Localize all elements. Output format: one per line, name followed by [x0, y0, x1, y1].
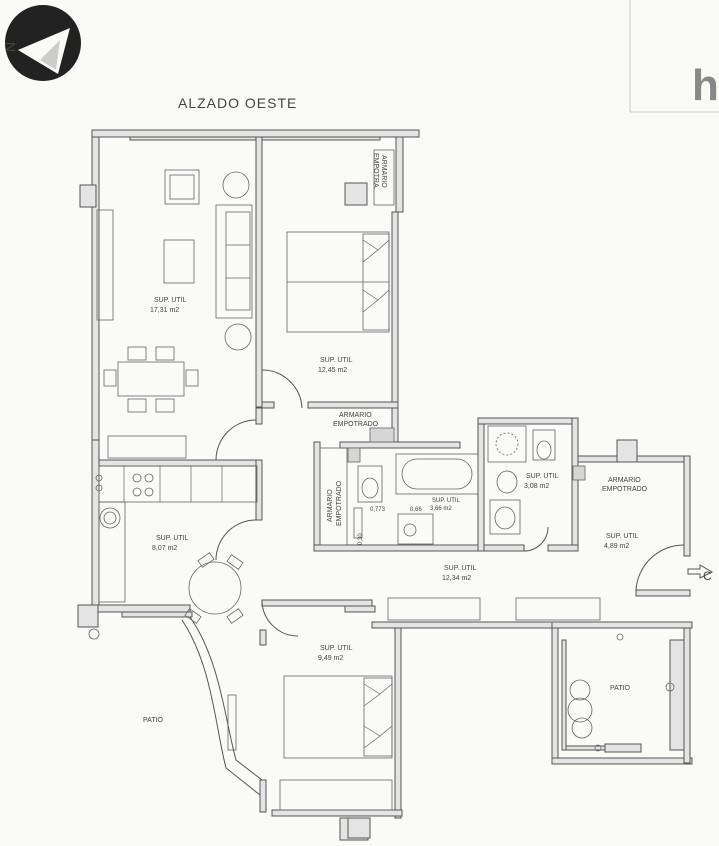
room-east-area: 4,89 m2 [604, 543, 629, 550]
room-bath2-area: 3,08 m2 [524, 483, 549, 490]
closet-empotra-line2: EMPOTRA. [372, 153, 379, 190]
closet-east-line1: ARMARIO [608, 477, 641, 484]
dim-2: 0,66 [410, 507, 422, 513]
compass-label: N [2, 42, 18, 52]
entrance-marker: C [703, 569, 712, 583]
brand-letter: h [692, 61, 719, 110]
dim-3: 0,30 [358, 533, 364, 545]
room-kitchen-label: SUP. UTIL [156, 535, 189, 542]
north-compass-icon [5, 5, 81, 81]
room-bedroom2-area: 9,49 m2 [318, 655, 343, 662]
brand-logo [629, 0, 719, 113]
room-hall-area: 12,34 m2 [442, 575, 471, 582]
room-bath2-label: SUP. UTIL [526, 473, 559, 480]
entrance-arrow-icon [687, 564, 714, 579]
page-title: ALZADO OESTE [178, 95, 297, 111]
closet-bath-line1: ARMARIO [327, 489, 334, 522]
room-living-area: 17,31 m2 [150, 307, 179, 314]
room-bath1-area: 3,66 m2 [430, 506, 452, 512]
room-bedroom1-area: 12,45 m2 [318, 367, 347, 374]
closet-bath-line2: EMPOTRADO [336, 480, 343, 526]
room-living-label: SUP. UTIL [154, 297, 187, 304]
closet-bed-line2: EMPOTRADO [333, 421, 379, 428]
room-bedroom2-label: SUP. UTIL [320, 645, 353, 652]
room-east-label: SUP. UTIL [606, 533, 639, 540]
room-bath1-label: SUP. UTIL [432, 498, 461, 504]
patio-west-label: PATIO [143, 717, 164, 724]
patio-east-label: PATIO [610, 685, 631, 692]
closet-bed-line1: ARMARIO [339, 412, 372, 419]
closet-east-line2: EMPOTRADO [602, 486, 648, 493]
room-bedroom1-label: SUP. UTIL [320, 357, 353, 364]
room-hall-label: SUP. UTIL [444, 565, 477, 572]
room-kitchen-area: 8,07 m2 [152, 545, 177, 552]
dim-1: 0,773 [370, 507, 386, 513]
closet-empotra-line1: ARMARIO [380, 155, 387, 188]
